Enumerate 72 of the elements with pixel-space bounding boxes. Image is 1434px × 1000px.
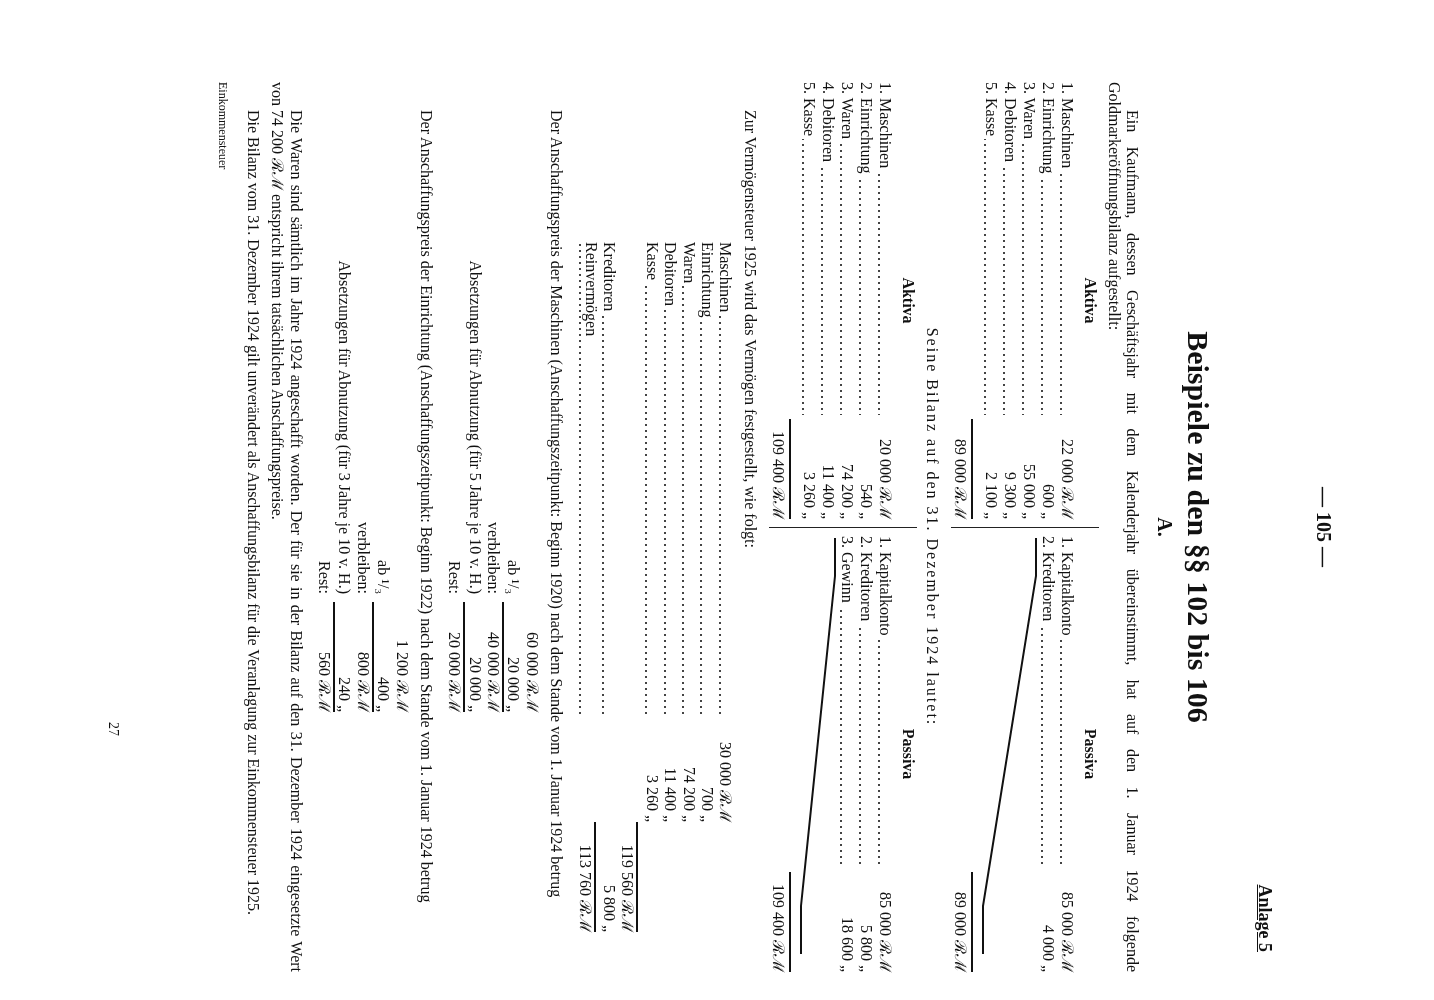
column-heading: Passiva <box>898 728 917 780</box>
amount: 540 „ <box>856 482 875 519</box>
amount: 2 100 „ <box>981 470 1000 519</box>
total-amount: 89 000 ℛℳ <box>950 419 974 519</box>
total-amount: 109 400 ℛℳ <box>768 419 792 519</box>
account-name: 5. Kasse <box>981 82 1000 415</box>
amount: 119 560 ℛℳ <box>618 822 639 932</box>
calculation-label: verbleiben: <box>484 521 503 596</box>
paragraph: Der Anschaffungspreis der Maschinen (Anschaffungszeitpunkt: Beginn 1920) nach dem Stande vom 1. Januar 1924 betrug <box>546 109 566 900</box>
total-amount: 109 400 ℛℳ <box>768 872 792 972</box>
account-name: 3. Waren <box>1019 82 1038 415</box>
account-name: 3. Waren <box>837 82 856 415</box>
appendix-label: Anlage 5 <box>1254 884 1275 952</box>
amount: 5 800 „ <box>856 923 875 972</box>
calculation-label: ab ¹/₃ <box>374 559 393 596</box>
section-letter: A. <box>1153 516 1177 539</box>
amount: 4 000 „ <box>1038 923 1057 972</box>
account-name: 4. Debitoren <box>818 82 837 415</box>
paragraph: Zur Vermögensteuer 1925 wird das Vermögen festgestellt, wie folgt: <box>740 109 759 550</box>
amount: 113 760 ℛℳ <box>575 822 596 932</box>
amount: 85 000 ℛℳ <box>1057 891 1076 972</box>
amount: 55 000 „ <box>1019 462 1038 519</box>
amount: 20 000 „ <box>463 602 484 712</box>
amount: 9 300 „ <box>1000 470 1019 519</box>
amount: 74 200 „ <box>837 462 856 519</box>
calculation-label: ab ¹/₃ <box>504 559 523 596</box>
calculation-label: verbleiben: <box>353 521 372 596</box>
calculation-label: Absetzungen für Abnutzung (für 3 Jahre je 10 v. H.) <box>334 259 354 596</box>
account-name: 2. Einrichtung <box>1038 82 1057 415</box>
amount: 3 260 „ <box>642 773 661 822</box>
amount: 30 000 ℛℳ <box>716 741 735 822</box>
amount: 22 000 ℛℳ <box>1057 438 1076 519</box>
amount: 240 „ <box>332 602 354 712</box>
amount: 74 200 „ <box>679 765 698 822</box>
sheet-number: 27 <box>105 722 122 736</box>
amount: 700 „ <box>698 785 716 822</box>
paragraph: Ein Kaufmann, dessen Geschäftsjahr mit dem Kalenderjahr übereinstimmt, hat auf den 1. Januar 1924 folgende Goldmarkeröffnungsbilanz aufgestellt: <box>1104 82 1142 972</box>
total-amount: 89 000 ℛℳ <box>950 872 974 972</box>
amount: 20 000 „ <box>502 602 523 712</box>
page-title: Beispiele zu den §§ 102 bis 106 <box>1181 330 1215 725</box>
amount: 18 600 „ <box>837 915 856 972</box>
amount: 85 000 ℛℳ <box>875 891 894 972</box>
amount: 11 400 „ <box>818 463 837 519</box>
account-name: 4. Debitoren <box>1000 82 1019 415</box>
balance-heading: Seine Bilanz auf den 31. Dezember 1924 lautet: <box>922 326 941 729</box>
amount: 600 „ <box>1038 482 1057 519</box>
amount: 40 000 ℛℳ <box>484 631 503 712</box>
calculation-label: Absetzungen für Abnutzung (für 5 Jahre je 10 v. H.) <box>465 259 484 596</box>
amount: 800 ℛℳ <box>353 651 372 712</box>
account-name: 5. Kasse <box>799 82 818 415</box>
amount: 20 000 ℛℳ <box>875 438 894 519</box>
calculation-label: Rest: <box>445 560 464 596</box>
paragraph: Die Waren sind sämtlich im Jahre 1924 angeschafft worden. Der für sie in der Bilanz auf den 31. Dezember 1924 eingesetzte Wert von 74 200 ℛℳ entspricht ihrem tatsächlichen Anschaffungspreise. <box>267 82 305 972</box>
amount: 560 ℛℳ <box>314 651 333 712</box>
column-heading: Aktiva <box>898 277 917 324</box>
account-name: 1. Maschinen <box>875 82 894 415</box>
amount: 11 400 „ <box>661 766 680 822</box>
amount: 3 260 „ <box>799 470 818 519</box>
page-number: — 105 — <box>1312 486 1335 569</box>
calculation-label: Rest: <box>314 560 333 596</box>
column-heading: Passiva <box>1080 728 1099 780</box>
account-name: 1. Maschinen <box>1057 82 1076 415</box>
account-name: 2. Einrichtung <box>856 82 875 415</box>
amount: 20 000 ℛℳ <box>445 631 464 712</box>
paragraph: Der Anschaffungspreis der Einrichtung (Anschaffungszeitpunkt: Beginn 1922) nach dem Stande vom 1. Januar 1924 betrug <box>416 109 435 905</box>
paragraph: Die Bilanz vom 31. Dezember 1924 gilt unverändert als Anschaffungsbilanz für die Veranlagung zur Einkommensteuer 1925. <box>243 109 262 917</box>
column-heading: Aktiva <box>1080 277 1099 324</box>
amount: 60 000 ℛℳ <box>522 631 541 712</box>
amount: 400 „ <box>371 602 393 712</box>
amount: 5 800 „ <box>600 883 619 932</box>
footer-signature: Einkommensteuer <box>215 82 230 170</box>
amount: 1 200 ℛℳ <box>392 639 411 712</box>
